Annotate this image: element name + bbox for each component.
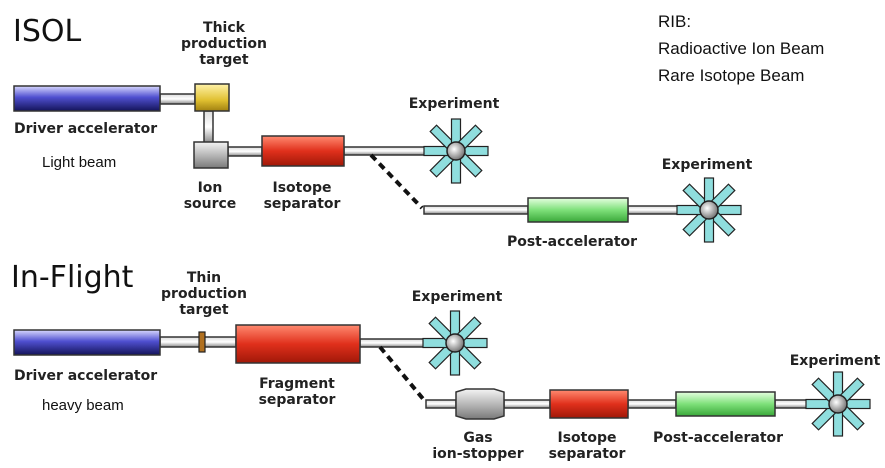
- inflight-fragment-label-line-2: separator: [258, 392, 336, 408]
- isol-experiment-label: Experiment: [408, 96, 500, 112]
- isol-ion-source: [193, 141, 229, 169]
- isol-separator-label-line-1: Isotope: [272, 180, 332, 196]
- inflight-experiment-star-icon: [422, 310, 488, 376]
- isol-beamline-target-ionsource: [203, 110, 214, 144]
- inflight-beam-label: heavy beam: [42, 397, 124, 414]
- isol-separator-label-line-2: separator: [263, 196, 341, 212]
- inflight-driver-accelerator: [13, 329, 161, 356]
- inflight-post-accelerator: [675, 391, 776, 417]
- isol-post-accelerator-label: Post-accelerator: [506, 234, 638, 250]
- isol-ion-source-label-line-1: Ion: [197, 180, 223, 196]
- rib-legend: RIB: Radioactive Ion Beam Rare Isotope B…: [658, 8, 824, 89]
- inflight-section: [13, 310, 871, 437]
- isol-ion-source-label: Ion source: [184, 180, 237, 212]
- isol-driver-accelerator: [13, 85, 161, 112]
- inflight-beamline-gas-isotope: [503, 399, 551, 409]
- isol-experiment-2-label: Experiment: [661, 157, 753, 173]
- isol-beamline-to-post-accelerator: [423, 205, 529, 215]
- isol-separator-label: Isotope separator: [264, 180, 341, 212]
- isol-beam-label: Light beam: [42, 154, 117, 171]
- inflight-experiment-label: Experiment: [411, 289, 503, 305]
- isol-ion-source-label-line-2: source: [183, 196, 237, 212]
- isol-target-label-line-1: Thick: [203, 20, 245, 36]
- isol-experiment-star-icon: [423, 118, 489, 184]
- inflight-title: In-Flight: [11, 260, 134, 295]
- inflight-driver-label: Driver accelerator: [14, 368, 158, 384]
- inflight-post-accelerator-label: Post-accelerator: [652, 430, 784, 446]
- inflight-experiment-star-2-icon: [805, 371, 871, 437]
- inflight-gas-label-line-2: ion-stopper: [432, 446, 524, 462]
- inflight-gas-ion-stopper-label: Gas ion-stopper: [432, 430, 523, 462]
- inflight-isotope-label-line-2: separator: [548, 446, 626, 462]
- isol-beamline-ionsource-separator: [227, 146, 263, 157]
- isol-isotope-separator: [261, 135, 345, 167]
- inflight-target-label-line-3: target: [179, 302, 229, 318]
- inflight-beamline-to-gas-stopper: [425, 399, 457, 409]
- isol-target-label: Thick production target: [181, 20, 267, 68]
- inflight-target-label: Thin production target: [161, 270, 247, 318]
- inflight-fragment-separator-label: Fragment separator: [259, 376, 336, 408]
- isol-target-label-line-2: production: [181, 36, 267, 52]
- isol-dashed-transfer-line: [369, 153, 424, 210]
- inflight-beamline-isotope-post: [627, 399, 677, 409]
- inflight-isotope-label-line-1: Isotope: [557, 430, 617, 446]
- inflight-target-label-line-1: Thin: [186, 270, 222, 286]
- rib-definition-2: Rare Isotope Beam: [658, 66, 805, 85]
- isol-post-accelerator: [527, 197, 629, 223]
- inflight-fragment-separator: [235, 324, 361, 364]
- inflight-target-label-line-2: production: [161, 286, 247, 302]
- inflight-isotope-separator-label: Isotope separator: [549, 430, 626, 462]
- isol-thick-target: [194, 83, 230, 112]
- isol-section: [13, 83, 742, 243]
- isol-experiment-star-2-icon: [676, 177, 742, 243]
- isol-title: ISOL: [13, 14, 82, 49]
- inflight-beamline-driver-separator: [159, 336, 237, 348]
- isol-driver-label: Driver accelerator: [14, 121, 158, 137]
- isol-target-label-line-3: target: [199, 52, 249, 68]
- rib-definition-1: Radioactive Ion Beam: [658, 39, 825, 58]
- inflight-dashed-transfer-line: [378, 345, 426, 402]
- inflight-gas-label-line-1: Gas: [463, 430, 493, 446]
- inflight-fragment-label-line-1: Fragment: [259, 376, 335, 392]
- inflight-experiment-2-label: Experiment: [789, 353, 881, 369]
- inflight-thin-target: [198, 331, 206, 353]
- inflight-isotope-separator: [549, 389, 629, 419]
- isol-beamline-driver-target: [159, 93, 196, 105]
- rib-heading: RIB:: [658, 12, 692, 31]
- inflight-gas-ion-stopper: [455, 388, 505, 420]
